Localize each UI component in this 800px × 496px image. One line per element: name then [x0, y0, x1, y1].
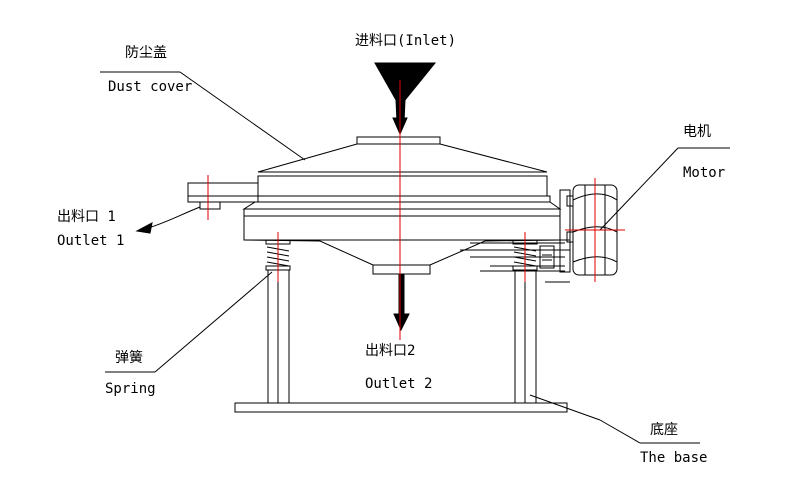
inlet-hopper	[374, 62, 437, 136]
motor-bracket	[460, 189, 576, 283]
outlet2-label-cn: 出料口2	[365, 343, 416, 359]
spring-label-cn: 弹簧	[115, 350, 143, 366]
outlet1-arrow	[135, 206, 201, 234]
base-plate	[234, 402, 568, 413]
outlet2-arrow	[393, 273, 410, 332]
right-leg	[514, 269, 537, 404]
spring-label-en: Spring	[105, 381, 156, 397]
dust-cover-label-cn: 防尘盖	[125, 45, 167, 61]
lower-bowl	[243, 216, 561, 275]
dust-cover-label-en: Dust cover	[108, 79, 193, 95]
motor-label-cn: 电机	[683, 124, 711, 140]
upper-frame	[242, 175, 562, 217]
motor-label-en: Motor	[683, 165, 726, 181]
base-label-cn: 底座	[650, 422, 678, 438]
centerlines	[207, 80, 625, 340]
outlet1-label-cn: 出料口 1	[57, 209, 116, 225]
outlet1-label-en: Outlet 1	[57, 233, 125, 249]
left-leg	[267, 269, 290, 404]
outlet2-label-en: Outlet 2	[365, 376, 433, 392]
base-label-en: The base	[640, 450, 708, 466]
leader-lines	[100, 71, 730, 444]
dust-cover	[257, 136, 548, 177]
inlet-label: 进料口(Inlet)	[355, 33, 457, 49]
outlet1-spout	[187, 182, 259, 210]
